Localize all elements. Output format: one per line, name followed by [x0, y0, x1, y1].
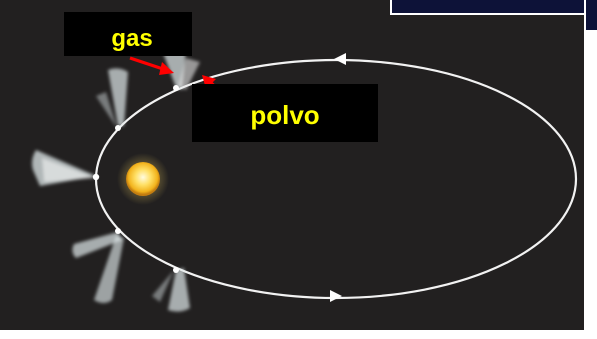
comet-positions [92, 85, 179, 273]
comet-tails [32, 47, 200, 312]
gas-label: gas [111, 25, 153, 52]
polvo-label-box: polvo [192, 84, 378, 142]
orbit-direction-arrow-bottom [330, 290, 342, 302]
gas-arrow [129, 56, 167, 72]
polvo-label: polvo [250, 99, 320, 130]
sun [126, 162, 160, 196]
orbit-direction-arrow-top [334, 53, 346, 65]
gas-label-box: gas [64, 12, 192, 56]
